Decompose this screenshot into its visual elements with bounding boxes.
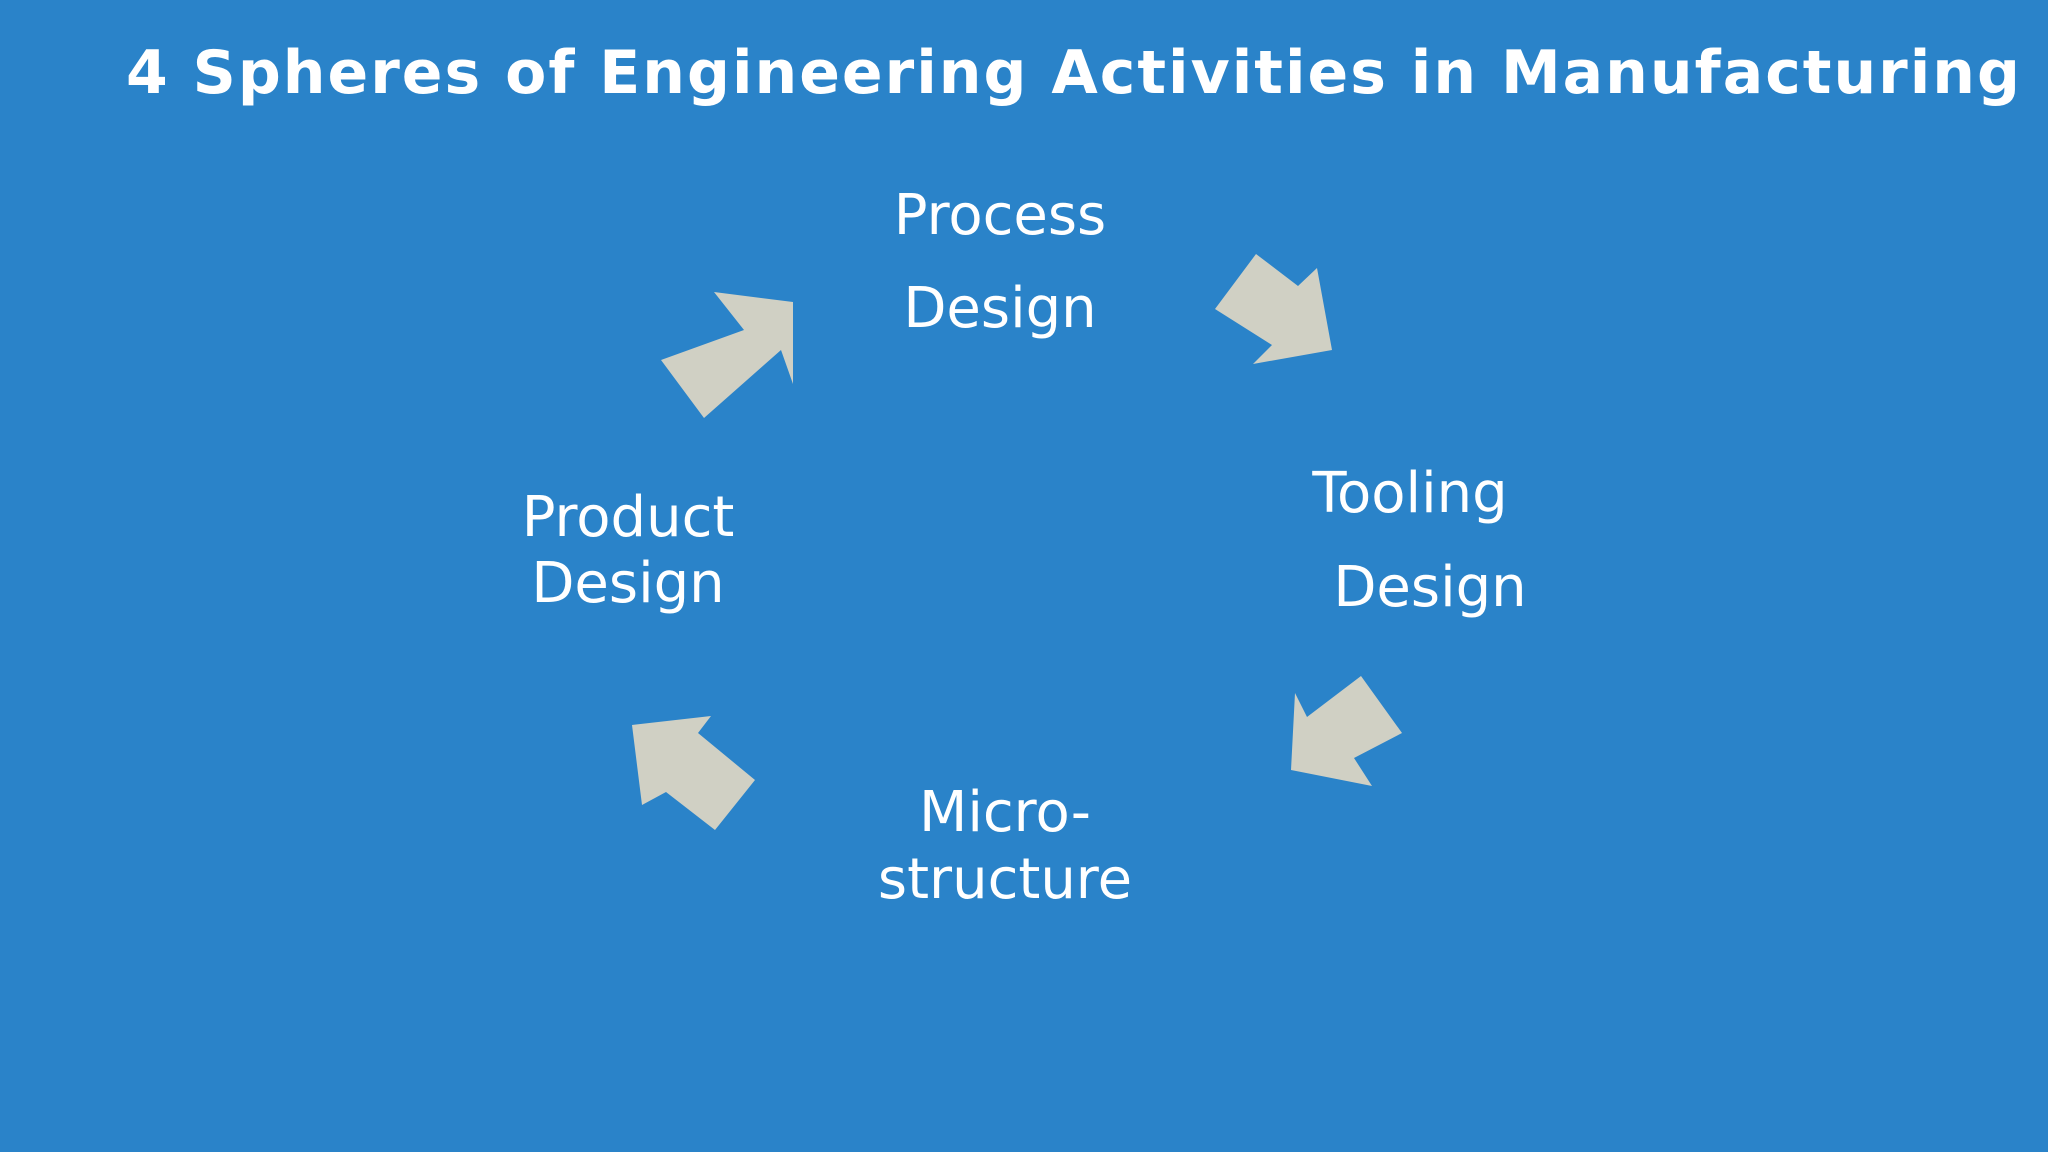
node-tooling-line-2: Design bbox=[1333, 555, 1527, 620]
slide-title-text: 4 Spheres of Engineering Activities in M… bbox=[126, 38, 2022, 108]
slide-title: 4 Spheres of Engineering Activities in M… bbox=[0, 38, 2048, 108]
node-product-line-2: Design bbox=[531, 551, 725, 616]
arrow-tooling-to-micro bbox=[1291, 676, 1402, 786]
arrow-product-to-process bbox=[661, 292, 793, 418]
node-micro-line-1: Micro- bbox=[919, 780, 1091, 845]
node-tooling-line-1: Tooling bbox=[1312, 461, 1508, 526]
node-process-line-2: Design bbox=[903, 276, 1097, 341]
node-product-line-1: Product bbox=[521, 485, 735, 550]
node-micro-line-2: structure bbox=[877, 847, 1133, 912]
node-process-line-1: Process bbox=[893, 183, 1107, 248]
arrow-process-to-tooling bbox=[1215, 254, 1332, 364]
arrow-micro-to-product bbox=[632, 716, 755, 830]
